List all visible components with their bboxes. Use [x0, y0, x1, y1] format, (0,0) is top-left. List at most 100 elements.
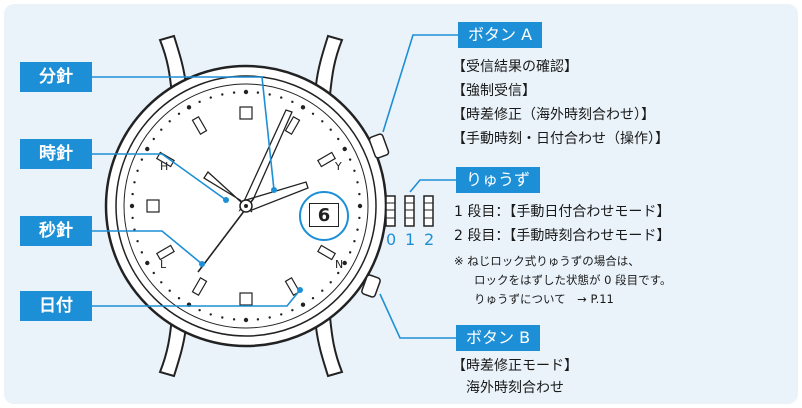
minute-dot — [136, 240, 139, 243]
minute-dot — [131, 192, 134, 196]
minute-dot — [145, 260, 150, 266]
label-date: 日付 — [20, 291, 92, 321]
minute-dot — [337, 137, 340, 141]
button-a-item: 【手動時刻・日付合わせ（操作）】 — [452, 131, 669, 147]
minute-dot — [356, 181, 359, 184]
date-window: 6 — [309, 203, 339, 227]
minute-dot — [256, 318, 260, 321]
button-a-item: 【受信結果の確認】 — [452, 59, 578, 75]
minute-dot — [321, 120, 324, 123]
button-a-shape — [368, 133, 390, 159]
minute-dot — [358, 192, 361, 196]
minute-dot — [209, 313, 212, 316]
hour-marker — [191, 277, 208, 297]
minute-dot — [168, 120, 171, 123]
minute-dot — [152, 271, 155, 275]
minute-dot — [129, 203, 135, 209]
minute-dot — [221, 316, 224, 319]
button-b-shape — [361, 274, 381, 298]
leader-second — [92, 230, 203, 265]
minute-dot — [342, 260, 347, 266]
hour-marker — [317, 244, 337, 261]
minute-dot — [232, 318, 236, 321]
date-highlight-circle — [299, 191, 349, 241]
hour-markers — [146, 106, 337, 306]
minute-dot — [221, 93, 224, 96]
minute-dot — [329, 281, 332, 284]
minute-dot — [136, 169, 139, 172]
crown-note: ※ ねじロック式りゅうずの場合は、 ロックをはずした状態が 0 段目です。 りゅ… — [454, 252, 671, 309]
hour-marker — [155, 244, 175, 261]
minute-dot — [256, 91, 260, 94]
minute-dot — [300, 105, 306, 110]
minute-dot — [160, 128, 163, 131]
crown-item: 2 段目：【手動時刻合わせモード】 — [454, 228, 671, 244]
button-a-item: 【強制受信】 — [452, 83, 536, 99]
button-a-title: ボタン A — [458, 22, 543, 48]
hour-marker — [155, 151, 175, 168]
button-b-functions: 【時差修正モード】 海外時刻合わせ — [452, 355, 578, 399]
hour-marker — [239, 292, 253, 306]
minute-dot — [356, 228, 359, 231]
leader-button-b — [379, 293, 456, 339]
minute-dot — [145, 146, 150, 152]
hour-marker — [191, 115, 208, 135]
minute-track — [129, 89, 363, 323]
button-b-title: ボタン B — [456, 325, 541, 351]
minute-dot — [348, 158, 352, 161]
hour-marker — [146, 199, 160, 213]
minute-dot — [186, 105, 192, 110]
leader-lines — [92, 34, 458, 339]
hour-marker — [284, 115, 301, 135]
minute-dot — [198, 100, 201, 104]
minute-dot — [232, 91, 236, 94]
minute-dot — [280, 313, 283, 316]
dial-letter-l: L — [160, 258, 167, 271]
minute-dot — [300, 302, 306, 307]
dial-letter-y: Y — [334, 160, 342, 173]
crown-reference-link[interactable]: りゅうずについて → P.11 — [474, 292, 614, 306]
crown-item: 1 段目：【手動日付合わせモード】 — [454, 204, 671, 220]
crown-functions: 1 段目：【手動日付合わせモード】 2 段目：【手動時刻合わせモード】 — [454, 200, 670, 248]
minute-dot — [353, 240, 356, 243]
minute-dot — [358, 216, 361, 220]
minute-dot — [268, 316, 271, 319]
dial-letter-n: N — [335, 258, 343, 271]
minute-dot — [311, 297, 315, 300]
minute-dot — [177, 112, 181, 115]
crown-note-line: ロックをはずした状態が 0 段目です。 — [474, 273, 672, 287]
hour-marker — [317, 151, 337, 168]
minute-dot — [353, 169, 356, 172]
leader-dots — [199, 187, 303, 293]
label-hour-hand: 時針 — [20, 139, 92, 169]
minute-dot — [243, 89, 249, 95]
minute-dot — [337, 271, 340, 275]
minute-dot — [291, 308, 294, 312]
crown-shape — [385, 195, 434, 227]
hour-marker — [239, 106, 253, 120]
label-second-hand: 秒針 — [20, 216, 92, 246]
label-minute-hand: 分針 — [20, 62, 92, 92]
minute-dot — [357, 203, 363, 209]
leader-minute — [92, 76, 275, 191]
minute-dot — [152, 137, 155, 141]
hand-pivot-center — [244, 204, 248, 208]
leader-hour — [92, 153, 227, 201]
crown-note-line: ※ ねじロック式りゅうずの場合は、 — [454, 254, 640, 268]
minute-dot — [268, 93, 271, 96]
minute-dot — [198, 308, 201, 312]
leader-button-a — [382, 34, 458, 133]
crown-position-1: 1 — [405, 230, 416, 249]
minute-dot — [321, 289, 324, 292]
minute-dot — [291, 100, 294, 104]
minute-dot — [177, 297, 181, 300]
crown-position-0: 0 — [386, 230, 397, 249]
minute-dot — [243, 317, 249, 323]
minute-dot — [311, 112, 315, 115]
minute-dot — [168, 289, 171, 292]
minute-dot — [329, 128, 332, 131]
button-b-item: 【時差修正モード】 — [452, 358, 578, 374]
minute-dot — [209, 96, 212, 99]
minute-dot — [140, 158, 144, 161]
